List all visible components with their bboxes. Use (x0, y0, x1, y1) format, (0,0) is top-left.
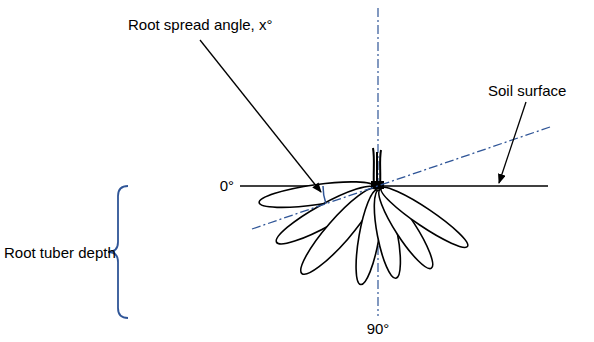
angle-mark: 90° (367, 320, 390, 337)
root-tubers (258, 177, 473, 287)
angle-label: Root spread angle, x° (128, 16, 272, 33)
vertical-axis (377, 8, 378, 316)
soil-line (240, 185, 548, 187)
stem (373, 148, 381, 186)
soil-label: Soil surface (488, 82, 566, 99)
spread-line (252, 127, 550, 229)
leader-arrow (200, 40, 321, 192)
leader-arrow (499, 102, 526, 183)
angle-mark: 0° (220, 177, 234, 194)
angle-arc (323, 186, 326, 204)
depth-label: Root tuber depth (4, 244, 116, 261)
